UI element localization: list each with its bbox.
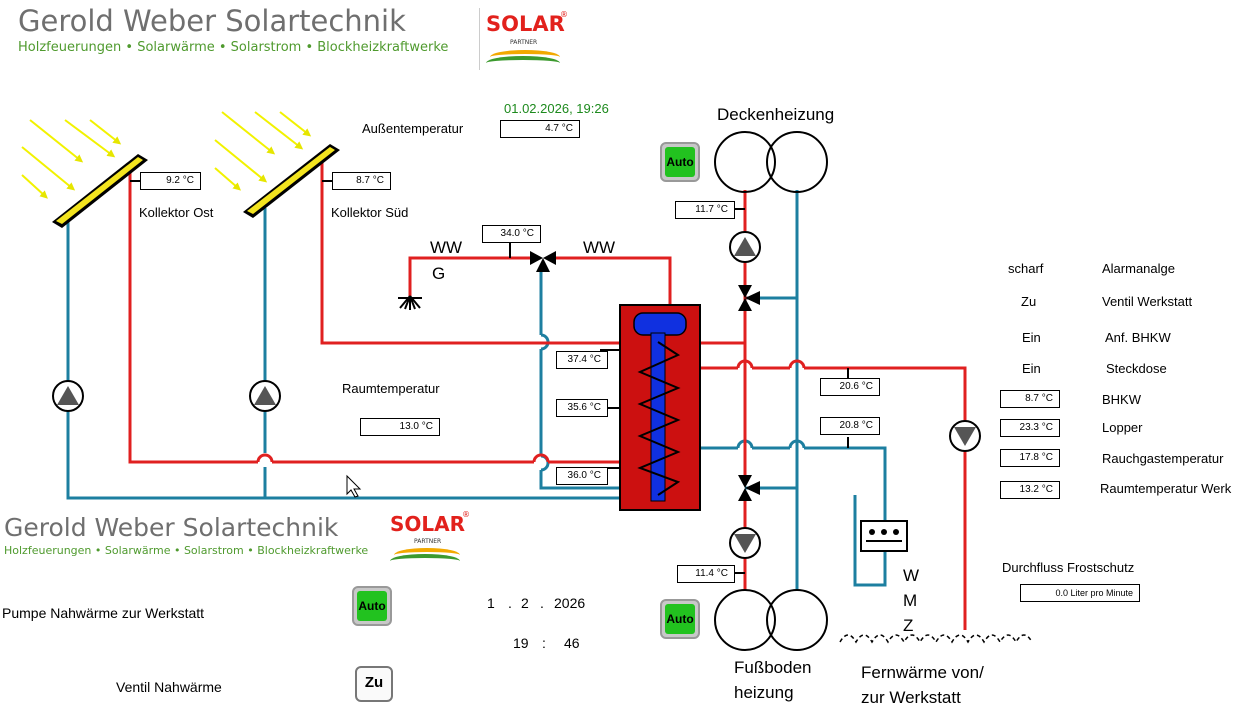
collector-east-temp: 9.2 °C bbox=[140, 172, 201, 190]
wmz-letter-z: Z bbox=[903, 616, 914, 635]
collector-south-temp: 8.7 °C bbox=[332, 172, 391, 190]
outside-temp-label: Außentemperatur bbox=[362, 121, 464, 136]
status-state: scharf bbox=[1008, 261, 1044, 276]
ground-line bbox=[839, 634, 1033, 644]
shower-icon bbox=[398, 295, 422, 310]
frost-flow-value: 0.0 Liter pro Minute bbox=[1020, 584, 1140, 602]
reading-name: Lopper bbox=[1102, 420, 1143, 435]
floor-heating-label-2: heizung bbox=[734, 683, 794, 702]
collector-south-panel bbox=[243, 144, 340, 218]
floor-auto-button[interactable]: Auto bbox=[660, 599, 700, 639]
solar-partner-logo-bottom: SOLAR ® PARTNER bbox=[386, 508, 470, 568]
district-heating-label-2: zur Werkstatt bbox=[861, 688, 961, 707]
reading-name: Raumtemperatur Werk bbox=[1100, 481, 1232, 496]
reading-value: 17.8 °C bbox=[1000, 449, 1060, 467]
collector-east-panel bbox=[52, 154, 148, 228]
room-temp-label: Raumtemperatur bbox=[342, 381, 440, 396]
reading-value: 13.2 °C bbox=[1000, 481, 1060, 499]
outside-temp-value: 4.7 °C bbox=[500, 120, 580, 138]
tank-temp-bottom: 36.0 °C bbox=[556, 467, 608, 485]
floor-heating-label-1: Fußboden bbox=[734, 658, 812, 677]
ww-label-right: WW bbox=[583, 238, 616, 257]
ww-label-left: WW bbox=[430, 238, 463, 257]
sun-rays-south bbox=[214, 111, 312, 191]
ceiling-heating-label: Deckenheizung bbox=[717, 105, 835, 124]
collector-south-label: Kollektor Süd bbox=[331, 205, 409, 220]
cold-pipes bbox=[66, 190, 887, 590]
warm-water-temp: 34.0 °C bbox=[482, 225, 541, 243]
hot-pipes bbox=[128, 160, 967, 630]
tank-temp-middle: 35.6 °C bbox=[556, 399, 608, 417]
status-name: Steckdose bbox=[1106, 361, 1167, 376]
wmz-letter-w: W bbox=[903, 566, 920, 585]
frost-flow-label: Durchfluss Frostschutz bbox=[1002, 560, 1135, 575]
district-supply-temp: 20.6 °C bbox=[820, 378, 880, 396]
district-heating-label-1: Fernwärme von/ bbox=[861, 663, 984, 682]
heating-rings bbox=[714, 131, 828, 651]
company-name: Gerold Weber Solartechnik bbox=[18, 4, 406, 38]
heat-meter-icon bbox=[860, 520, 908, 552]
reading-name: BHKW bbox=[1102, 392, 1141, 407]
status-name: Alarmanalge bbox=[1102, 261, 1175, 276]
pumps bbox=[52, 231, 981, 559]
status-name: Anf. BHKW bbox=[1105, 330, 1171, 345]
status-name: Ventil Werkstatt bbox=[1102, 294, 1193, 309]
pump-district-label: Pumpe Nahwärme zur Werkstatt bbox=[2, 605, 205, 621]
status-state: Ein bbox=[1022, 330, 1041, 345]
floor-supply-temp: 11.4 °C bbox=[677, 565, 735, 583]
room-temp-value: 13.0 °C bbox=[360, 418, 440, 436]
pump-district-auto-button[interactable]: Auto bbox=[352, 586, 392, 626]
tank-temp-top: 37.4 °C bbox=[556, 351, 608, 369]
company-logo-bottom: Gerold Weber Solartechnik Holzfeuerungen… bbox=[4, 513, 369, 557]
valve-district-label: Ventil Nahwärme bbox=[116, 679, 222, 695]
status-state: Zu bbox=[1021, 294, 1037, 309]
sun-rays-east bbox=[21, 119, 122, 199]
mouse-cursor bbox=[346, 474, 362, 498]
collector-east-label: Kollektor Ost bbox=[139, 205, 214, 220]
storage-tank bbox=[619, 304, 701, 511]
status-state: Ein bbox=[1022, 361, 1041, 376]
datetime-display: 01.02.2026, 19:26 bbox=[504, 101, 609, 116]
ceiling-supply-temp: 11.7 °C bbox=[675, 201, 735, 219]
reading-name: Rauchgastemperatur bbox=[1102, 451, 1224, 466]
company-logo-top: Gerold Weber Solartechnik Holzfeuerungen… bbox=[18, 4, 448, 55]
district-return-temp: 20.8 °C bbox=[820, 417, 880, 435]
company-tagline: Holzfeuerungen • Solarwärme • Solarstrom… bbox=[18, 40, 449, 55]
reading-value: 8.7 °C bbox=[1000, 390, 1060, 408]
reading-value: 23.3 °C bbox=[1000, 419, 1060, 437]
solar-partner-logo: SOLAR ® PARTNER bbox=[479, 8, 568, 70]
valve-district-button[interactable]: Zu bbox=[355, 666, 393, 702]
ceiling-auto-button[interactable]: Auto bbox=[660, 142, 700, 182]
g-label-left: G bbox=[432, 264, 446, 283]
valves bbox=[530, 251, 760, 501]
wmz-letter-m: M bbox=[903, 591, 918, 610]
